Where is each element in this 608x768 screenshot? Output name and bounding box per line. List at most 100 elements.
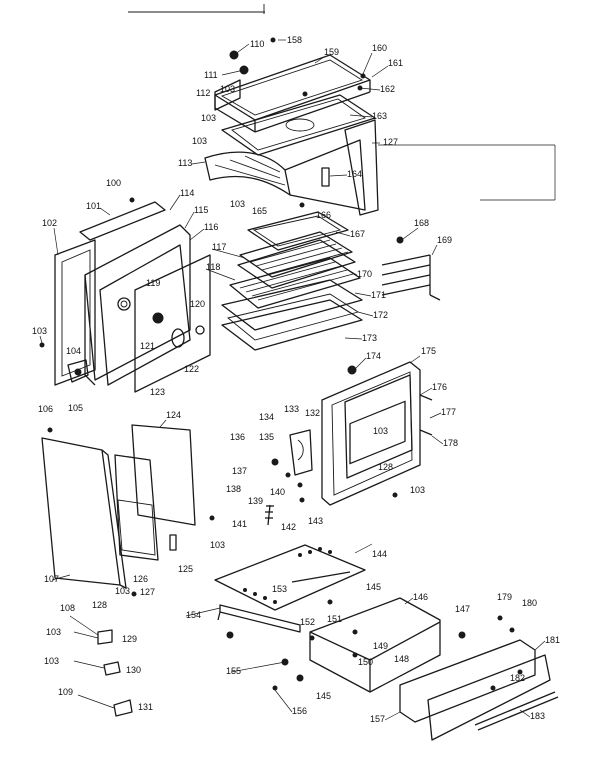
callout-168: 168 <box>414 218 429 228</box>
callout-103d: 103 <box>230 199 245 209</box>
bracket-164 <box>321 167 330 187</box>
callout-117: 117 <box>212 242 226 252</box>
callout-121: 121 <box>140 341 155 351</box>
callout-153: 153 <box>272 584 287 594</box>
callout-141: 141 <box>232 519 247 529</box>
trim-183 <box>474 691 556 726</box>
pan-173 <box>221 299 363 351</box>
callout-127a: 127 <box>140 587 155 597</box>
main-top-panel <box>214 54 371 121</box>
callout-158: 158 <box>287 35 302 45</box>
callout-145a: 145 <box>366 582 381 592</box>
base-bracket-105 <box>67 359 89 383</box>
callout-103h: 103 <box>115 586 130 596</box>
callout-105: 105 <box>68 403 83 413</box>
side-panel-102 <box>54 239 96 386</box>
callout-142: 142 <box>281 522 296 532</box>
callout-152: 152 <box>300 617 315 627</box>
callout-125: 125 <box>178 564 193 574</box>
callout-100: 100 <box>106 178 121 188</box>
callout-129: 129 <box>122 634 137 644</box>
callout-150: 150 <box>358 657 373 667</box>
callout-182: 182 <box>510 673 525 683</box>
callout-149: 149 <box>373 641 388 651</box>
part-130 <box>103 661 121 676</box>
callout-144: 144 <box>372 549 387 559</box>
callout-labels: 100 101 102 103 103 103 103 103 103 103 … <box>32 35 560 724</box>
callout-120: 120 <box>190 299 205 309</box>
rack-118 <box>229 257 361 309</box>
rear-panel-124 <box>131 424 196 526</box>
callout-171: 171 <box>371 290 386 300</box>
callout-118: 118 <box>206 262 220 272</box>
callout-108: 108 <box>60 603 75 613</box>
callout-128b: 128 <box>378 462 393 472</box>
callout-114: 114 <box>180 188 194 198</box>
liner-119 <box>99 244 191 386</box>
callout-103g: 103 <box>210 540 225 550</box>
left-side-assembly <box>39 197 211 393</box>
callout-147: 147 <box>455 604 470 614</box>
callout-113: 113 <box>178 158 192 168</box>
callout-106: 106 <box>38 404 53 414</box>
cooktop-surface <box>221 94 376 156</box>
callout-148: 148 <box>394 654 409 664</box>
knob-121 <box>152 312 164 324</box>
oven-door-assembly <box>265 361 433 526</box>
callout-159: 159 <box>324 47 339 57</box>
callout-145b: 145 <box>316 691 331 701</box>
callout-103c: 103 <box>192 136 207 146</box>
rack-117 <box>239 231 353 278</box>
callout-103j: 103 <box>44 656 59 666</box>
callout-103f: 103 <box>410 485 425 495</box>
callout-157: 157 <box>370 714 385 724</box>
callout-174: 174 <box>366 351 381 361</box>
front-frame-114 <box>84 224 191 381</box>
callout-116: 116 <box>204 222 218 232</box>
callout-115: 115 <box>194 205 208 215</box>
callout-134: 134 <box>259 412 274 422</box>
oven-rack-assembly <box>221 211 441 351</box>
panel-169 <box>381 254 441 301</box>
callout-156: 156 <box>292 706 307 716</box>
callout-180: 180 <box>522 598 537 608</box>
callout-103k: 103 <box>220 84 235 94</box>
callout-136: 136 <box>230 432 245 442</box>
callout-138: 138 <box>226 484 241 494</box>
lamp-122 <box>171 328 185 348</box>
callout-154: 154 <box>186 610 201 620</box>
callout-133: 133 <box>284 404 299 414</box>
callout-112: 112 <box>196 88 210 98</box>
callout-103e: 103 <box>373 426 388 436</box>
callout-110: 110 <box>250 39 264 49</box>
panel-126 <box>114 454 159 561</box>
callout-131: 131 <box>138 702 153 712</box>
cooktop-assembly <box>128 4 556 216</box>
callout-176: 176 <box>432 382 447 392</box>
callout-181: 181 <box>545 635 560 645</box>
callout-143: 143 <box>308 516 323 526</box>
leader-lines <box>39 39 546 721</box>
callout-102: 102 <box>42 218 57 228</box>
rack-167 <box>247 211 349 251</box>
callout-122: 122 <box>184 364 199 374</box>
part-131 <box>113 699 133 717</box>
callout-146: 146 <box>413 592 428 602</box>
part-174 <box>347 365 357 375</box>
callout-167: 167 <box>350 229 365 239</box>
callout-162: 162 <box>380 84 395 94</box>
trim-panel-101 <box>79 201 166 241</box>
callout-178: 178 <box>443 438 458 448</box>
bracket-125 <box>169 534 177 551</box>
front-shroud <box>204 151 291 196</box>
callout-166: 166 <box>316 210 331 220</box>
callout-173: 173 <box>362 333 377 343</box>
callout-179: 179 <box>497 592 512 602</box>
callout-161: 161 <box>388 58 403 68</box>
callout-151: 151 <box>327 614 342 624</box>
callout-109: 109 <box>58 687 73 697</box>
callout-139: 139 <box>248 496 263 506</box>
callout-169: 169 <box>437 235 452 245</box>
callout-155: 155 <box>226 666 241 676</box>
